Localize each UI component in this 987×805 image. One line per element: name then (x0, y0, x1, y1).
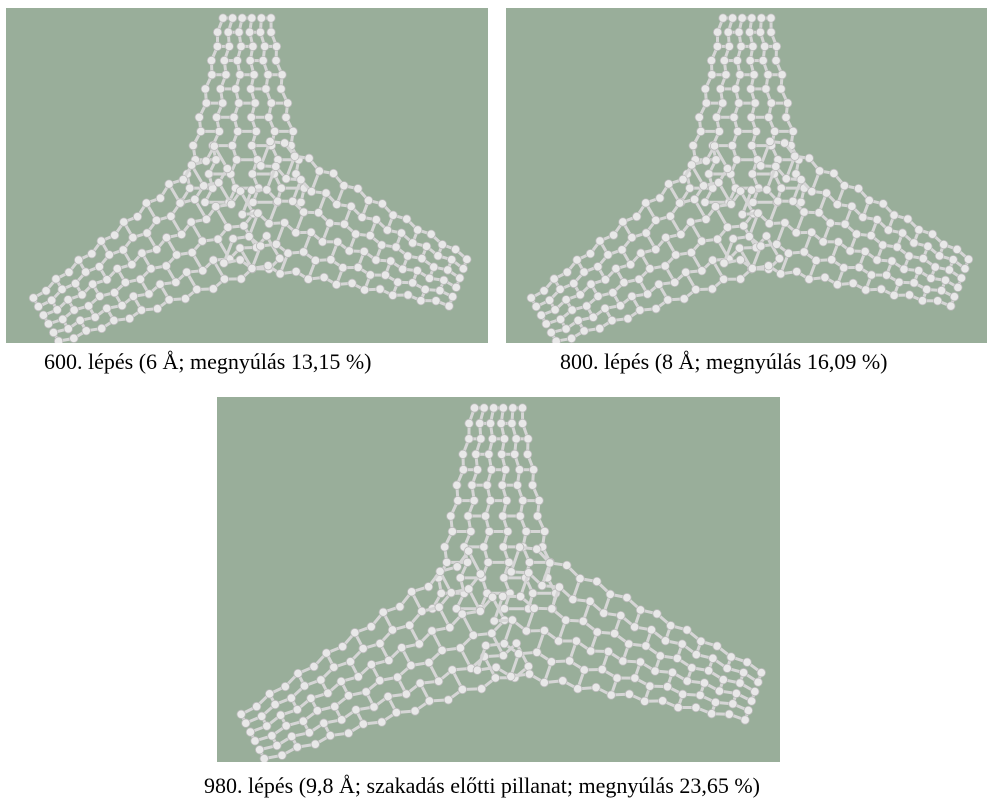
molecule-image-step-600 (6, 8, 488, 343)
caption-step-600: 600. lépés (6 Å; megnyúlás 13,15 %) (44, 349, 372, 374)
molecule-image-step-800 (506, 8, 987, 343)
caption-step-980: 980. lépés (9,8 Å; szakadás előtti pilla… (204, 773, 760, 798)
y-junction-nanotube-model (526, 13, 974, 343)
y-junction-nanotube-model (28, 13, 472, 343)
molecule-image-step-980 (217, 397, 780, 762)
caption-step-800: 800. lépés (8 Å; megnyúlás 16,09 %) (560, 349, 888, 374)
y-junction-nanotube-model (236, 403, 766, 762)
